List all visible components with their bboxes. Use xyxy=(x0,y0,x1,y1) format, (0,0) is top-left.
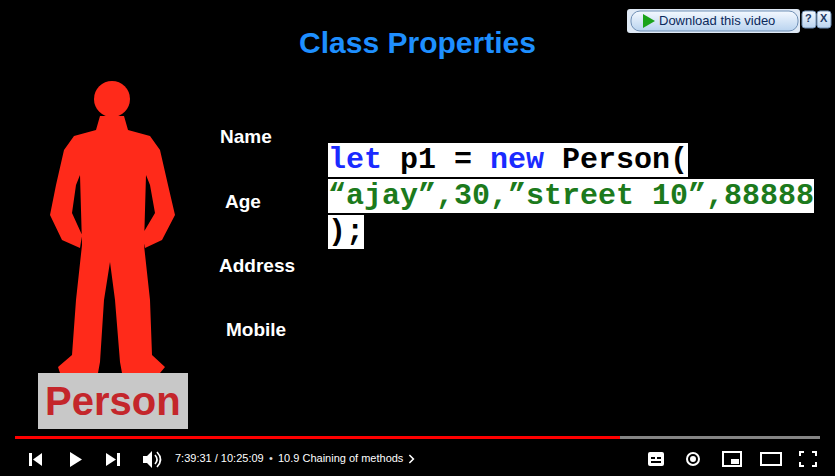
time-display: 7:39:31 / 10:25:09 xyxy=(175,452,264,465)
code-text: let p1 = new Person( “ajay”,30,”street 1… xyxy=(328,143,814,249)
property-name: Address xyxy=(219,255,295,278)
progress-bar xyxy=(15,436,820,439)
separator-dot: • xyxy=(269,452,273,465)
download-label: Download this video xyxy=(659,13,775,29)
class-name-box: Person xyxy=(38,373,188,429)
close-icon: X xyxy=(820,12,827,25)
slide-title: Class Properties xyxy=(0,26,835,60)
property-name: Age xyxy=(225,191,261,214)
property-name: Mobile xyxy=(226,319,286,342)
property-name: Name xyxy=(220,126,272,149)
player-controls xyxy=(29,451,161,468)
class-name: Person xyxy=(45,378,181,424)
chapter-chevron xyxy=(409,455,413,463)
player-settings-icons xyxy=(648,452,816,466)
download-button xyxy=(627,9,831,33)
person-silhouette xyxy=(50,81,175,373)
help-icon: ? xyxy=(805,12,812,25)
chapter-title: 10.9 Chaining of methods xyxy=(278,452,403,465)
code-block: let p1 = new Person( “ajay”,30,”street 1… xyxy=(328,142,814,250)
